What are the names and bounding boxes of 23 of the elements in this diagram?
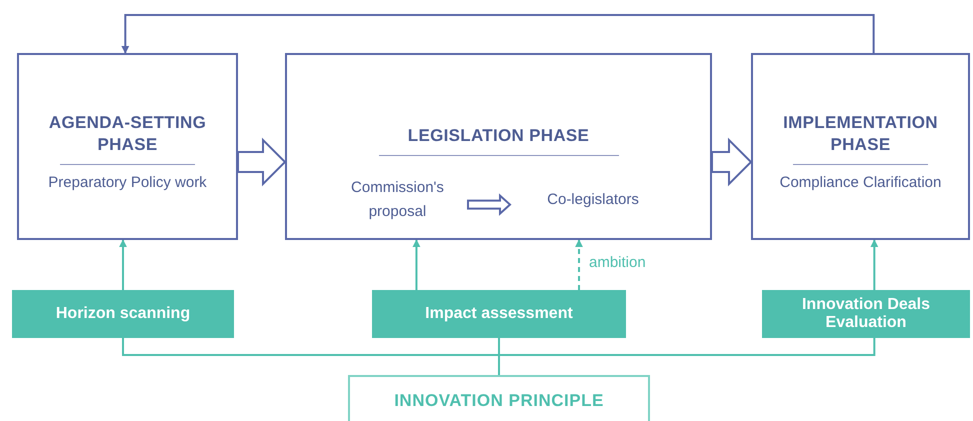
block-arrow — [711, 138, 752, 186]
method-box: Horizon scanning — [12, 290, 234, 338]
phase-title: LEGISLATION PHASE — [408, 125, 590, 147]
phase-description: Compliance Clarification — [780, 173, 942, 194]
arrow — [575, 239, 583, 290]
step-label: Commission's proposal — [335, 176, 460, 228]
block-arrow — [237, 138, 286, 186]
arrow — [121, 14, 875, 54]
arrow — [870, 239, 878, 290]
phase-box — [285, 53, 712, 240]
phase-description: Preparatory Policy work — [48, 173, 207, 194]
connector-line — [498, 338, 876, 375]
arrow — [412, 239, 420, 290]
phase-title: IMPLEMENTATION PHASE — [782, 112, 939, 156]
method-box: Innovation Deals Evaluation — [762, 290, 970, 338]
block-arrow — [467, 193, 512, 216]
method-box: Impact assessment — [372, 290, 626, 338]
arrow — [119, 239, 127, 290]
phase-box — [751, 53, 970, 240]
phase-title: AGENDA-SETTING PHASE — [48, 112, 208, 156]
principle-box: INNOVATION PRINCIPLE — [348, 375, 650, 421]
step-label: Co-legislators — [518, 188, 668, 216]
phase-box — [17, 53, 238, 240]
